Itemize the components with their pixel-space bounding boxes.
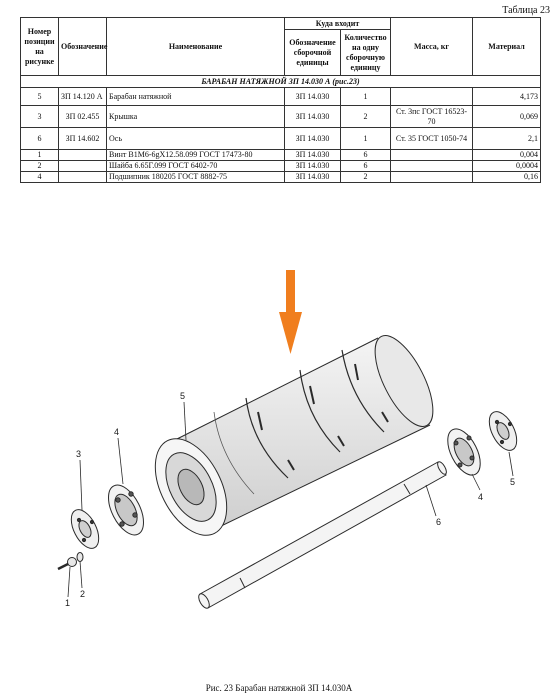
cell-designation bbox=[58, 149, 107, 161]
cell-pos: 4 bbox=[20, 171, 59, 183]
cell-name: Барабан натяжной bbox=[106, 87, 285, 106]
cell-material: 0,004 bbox=[472, 149, 542, 161]
cell-qty: 6 bbox=[339, 149, 392, 161]
table-row: 3 ЗП 02.455 Крышка ЗП 14.030 2 Ст. 3пс Г… bbox=[20, 105, 542, 128]
right-bearing bbox=[447, 428, 481, 476]
cell-mass: Ст. 35 ГОСТ 1050-74 bbox=[390, 127, 474, 150]
cell-material: 0,0004 bbox=[472, 160, 542, 172]
cell-material: 0,069 bbox=[472, 105, 542, 128]
callout-6: 6 bbox=[436, 517, 441, 527]
callout-4-right: 4 bbox=[478, 492, 483, 502]
cell-material: 2,1 bbox=[472, 127, 542, 150]
cell-qty: 6 bbox=[339, 160, 392, 172]
cell-qty: 1 bbox=[339, 127, 392, 150]
cell-pos: 6 bbox=[20, 127, 59, 150]
cell-name: Шайба 6.65Г.099 ГОСТ 6402-70 bbox=[106, 160, 285, 172]
header-designation: Обозначение bbox=[58, 17, 107, 76]
cell-mass: Ст. 3пс ГОСТ 16523-70 bbox=[390, 105, 474, 128]
left-cover bbox=[70, 509, 100, 549]
section-title: БАРАБАН НАТЯЖНОЙ ЗП 14.030 А (рис.23) bbox=[19, 75, 542, 88]
cell-designation bbox=[58, 160, 107, 172]
header-qty: Количество на одну сборочную единицу bbox=[339, 29, 392, 76]
callout-1: 1 bbox=[65, 598, 70, 608]
header-mass: Масса, кг bbox=[390, 17, 474, 76]
cell-designation: ЗП 14.602 bbox=[58, 127, 107, 150]
cell-designation: ЗП 14.120 А bbox=[58, 87, 107, 106]
callout-5-drum: 5 bbox=[180, 391, 185, 401]
leader-lines bbox=[67, 401, 514, 598]
cell-mass bbox=[390, 171, 474, 183]
cell-assembly: ЗП 14.030 bbox=[284, 105, 341, 128]
cell-assembly: ЗП 14.030 bbox=[284, 171, 341, 183]
callout-5-cover: 5 bbox=[510, 477, 515, 487]
cell-assembly: ЗП 14.030 bbox=[284, 160, 341, 172]
table-number: Таблица 23 bbox=[502, 5, 550, 16]
table-row: 2 Шайба 6.65Г.099 ГОСТ 6402-70 ЗП 14.030… bbox=[20, 160, 542, 172]
table-row: 6 ЗП 14.602 Ось ЗП 14.030 1 Ст. 35 ГОСТ … bbox=[20, 127, 542, 150]
header-name: Наименование bbox=[106, 17, 285, 76]
callout-3: 3 bbox=[76, 449, 81, 459]
header-assembly: Обозначение сборочной единицы bbox=[284, 29, 341, 76]
cell-qty: 2 bbox=[339, 105, 392, 128]
cell-pos: 2 bbox=[20, 160, 59, 172]
shaft bbox=[198, 461, 447, 609]
cell-pos: 3 bbox=[20, 105, 59, 128]
cell-name: Крышка bbox=[106, 105, 285, 128]
callout-4-left: 4 bbox=[114, 427, 119, 437]
cell-mass bbox=[390, 149, 474, 161]
cell-material: 4,173 bbox=[472, 87, 542, 106]
callout-2: 2 bbox=[80, 589, 85, 599]
cell-name: Подшипник 180205 ГОСТ 8882-75 bbox=[106, 171, 285, 183]
exploded-drawing: 1 2 3 4 5 6 4 5 bbox=[57, 270, 518, 609]
cell-designation: ЗП 02.455 bbox=[58, 105, 107, 128]
left-bearing bbox=[108, 484, 144, 536]
cell-assembly: ЗП 14.030 bbox=[284, 127, 341, 150]
screw-and-washer bbox=[57, 552, 84, 571]
table-row: 1 Винт В1М6-6gX12.58.099 ГОСТ 17473-80 З… bbox=[20, 149, 542, 161]
header-material: Материал bbox=[472, 17, 542, 76]
cell-name: Винт В1М6-6gX12.58.099 ГОСТ 17473-80 bbox=[106, 149, 285, 161]
cell-name: Ось bbox=[106, 127, 285, 150]
right-cover bbox=[488, 411, 518, 451]
cell-pos: 5 bbox=[20, 87, 59, 106]
cell-material: 0,16 bbox=[472, 171, 542, 183]
cell-qty: 2 bbox=[339, 171, 392, 183]
drum-body bbox=[154, 335, 434, 536]
cell-mass bbox=[390, 87, 474, 106]
figure-caption: Рис. 23 Барабан натяжной ЗП 14.030А bbox=[205, 683, 353, 693]
cell-qty: 1 bbox=[339, 87, 392, 106]
cell-assembly: ЗП 14.030 bbox=[284, 87, 341, 106]
header-pos: Номер позиции на рисунке bbox=[20, 17, 59, 76]
orange-arrow-icon bbox=[279, 270, 302, 354]
cell-mass bbox=[390, 160, 474, 172]
header-where-group: Куда входит bbox=[283, 17, 392, 30]
cell-assembly: ЗП 14.030 bbox=[284, 149, 341, 161]
spec-table: Номер позиции на рисунке Обозначение Наи… bbox=[19, 17, 542, 183]
cell-designation bbox=[58, 171, 107, 183]
table-row: 4 Подшипник 180205 ГОСТ 8882-75 ЗП 14.03… bbox=[20, 171, 542, 183]
cell-pos: 1 bbox=[20, 149, 59, 161]
table-row: 5 ЗП 14.120 А Барабан натяжной ЗП 14.030… bbox=[20, 87, 542, 106]
